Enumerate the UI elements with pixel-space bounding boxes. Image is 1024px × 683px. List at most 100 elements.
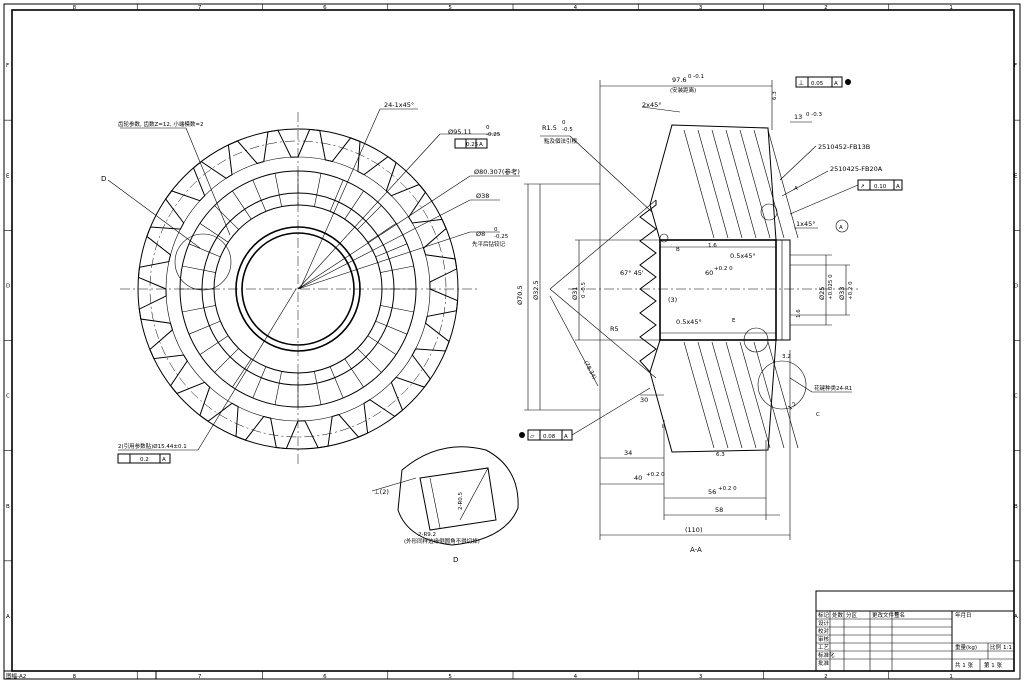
dia-outer-tol-dn: -0.25: [486, 132, 501, 138]
corner-tag: 图幅-A2: [6, 672, 26, 680]
note-bottom: 2(引用参数贴)Ø15.44±0.1: [118, 442, 187, 450]
dim-top-note: (安装距离): [670, 86, 696, 94]
zone-col-bottom: 7: [198, 674, 202, 680]
detail-D-circle: [174, 233, 232, 291]
dim-31: Ø31: [571, 287, 579, 300]
zone-row-left: D: [6, 283, 10, 289]
spline-note: 花键种类24-R1: [814, 384, 852, 392]
zone-col-top: 6: [323, 5, 327, 11]
radius-note: 點及個法引根: [544, 137, 578, 145]
roughness-63: 6.3: [772, 91, 778, 100]
zone-row-right: F: [1014, 63, 1017, 69]
hole-60: 60: [705, 269, 713, 277]
zone-col-top: 8: [73, 5, 77, 11]
tb-header-cell: 更改文件号: [872, 611, 900, 619]
perp-tol-datum: A: [834, 81, 838, 87]
section-bore: [659, 239, 777, 341]
gear-root-circle: [165, 156, 431, 422]
dia-outer: Ø95.11: [448, 128, 472, 136]
bevel-upper-body: [649, 124, 777, 241]
note-tooth: 齿轮参数, 齿数Z=12, 小端模数=2: [118, 120, 203, 128]
tb-sheet: 第 1 张: [984, 661, 1002, 669]
part-no-1: 2510452-FB13B: [818, 143, 870, 151]
tb-header-cell: 处数: [832, 611, 844, 619]
zone-col-bottom: 8: [73, 674, 77, 680]
zone-row-right: C: [1014, 394, 1018, 400]
zone-row-left: B: [6, 504, 10, 510]
zone-col-top: 4: [574, 5, 578, 11]
dim-13-tol: 0 -0.3: [806, 112, 822, 118]
dim-30: 30: [640, 396, 648, 404]
r5: R5: [610, 325, 619, 333]
dim-25-tol: +0.025 0: [828, 274, 834, 300]
datum-A-circle: A: [839, 225, 843, 231]
runout-val: 0.10: [874, 184, 887, 190]
zone-col-bottom: 5: [448, 674, 452, 680]
part-no-2: 2510425-FB20A: [830, 165, 883, 173]
label-1-2: 1.2: [787, 401, 798, 411]
dia-pitch: Ø80.307(参考): [474, 167, 520, 176]
tb-row-label: 工艺: [818, 644, 830, 651]
note-8: 先平后钻铰记: [472, 240, 506, 248]
tb-row-label: 标准化: [818, 651, 835, 659]
tb-scale-label: 比例: [990, 643, 1002, 651]
gear-bore-outer: [235, 226, 361, 352]
title-block: 标记处数分区更改文件号签名年月日 设计校对审核工艺标准化批准 重量(kg) 比例…: [815, 590, 1015, 672]
detail-angle: ⊥(2): [374, 488, 389, 496]
dim-3: (3): [668, 296, 677, 304]
tb-header-cell: 标记: [818, 611, 830, 619]
radius-tol-dn: -0.5: [562, 127, 573, 133]
section-hatching: [683, 129, 799, 449]
zone-row-left: C: [6, 394, 10, 400]
tol-bottom-val: 0.2: [140, 457, 149, 463]
dim-33-tol: +0.2 0: [848, 281, 854, 300]
detail-note: (外形同样边缘倒圆角不得切掉): [404, 537, 480, 545]
radius-tol-up: 0: [562, 120, 566, 126]
tb-weight: 重量(kg): [955, 643, 977, 651]
svg-text:↗: ↗: [860, 184, 865, 190]
zone-row-left: A: [6, 614, 10, 620]
chamfer-1x45: 1x45°: [796, 220, 816, 228]
tb-scale: 1:1: [1003, 645, 1012, 651]
gear-flank-teeth: [639, 200, 657, 373]
dim-33: Ø33: [838, 287, 846, 300]
dia-outer-tol-up: 0: [486, 125, 490, 131]
zone-col-top: 7: [198, 5, 202, 11]
dim-31-tol: 0 -0.5: [581, 282, 587, 298]
dim-110: (110): [685, 526, 702, 534]
detail-dim-bottom: 2-R9.2: [418, 532, 436, 538]
section-dimensions: 97.6 0 -0.1 (安装距离) ⊥ 0.05 A 2x45° R1.5 0…: [516, 74, 903, 554]
dim-25: Ø25: [818, 287, 826, 300]
front-annotations: 齿轮参数, 齿数Z=12, 小端模数=2 D 24-1x45° Ø95.11 0…: [101, 101, 520, 464]
flat-tol-datum: A: [564, 434, 568, 440]
detail-view-D: ⊥(2) 2-R0.5 2-R9.2 (外形同样边缘倒圆角不得切掉) D: [371, 446, 519, 564]
svg-text:⏥: ⏥: [530, 434, 535, 440]
chamfer-top: 2x45°: [642, 101, 662, 109]
dia-8: Ø8: [476, 230, 485, 238]
tb-header-cell: 分区: [846, 611, 858, 619]
zone-row-right: B: [1014, 504, 1018, 510]
zone-col-bottom: 3: [699, 674, 703, 680]
radius-R: R1.5: [542, 124, 557, 132]
zone-col-top: 5: [448, 5, 452, 11]
zone-row-right: E: [1014, 173, 1018, 179]
tb-row-label: 校对: [818, 627, 830, 635]
dim-56-tol: +0.2 0: [718, 486, 737, 492]
dim-56: 56: [708, 488, 716, 496]
dim-58: 58: [715, 506, 723, 514]
zone-col-bottom: 1: [949, 674, 953, 680]
chamfer-note: 24-1x45°: [384, 101, 414, 109]
label-B: B: [676, 247, 680, 253]
zone-col-top: 2: [824, 5, 828, 11]
hole-60-tol: +0.2 0: [714, 266, 733, 272]
dim-1-6: 1.6: [708, 243, 717, 249]
tb-row-label: 审核: [818, 635, 830, 643]
chamfer-a: 0.5x45°: [730, 252, 756, 260]
tol-bottom-datum: A: [162, 457, 166, 463]
chamfer-b: 0.5x45°: [676, 318, 702, 326]
label-I: I: [662, 424, 664, 430]
zone-col-bottom: 4: [574, 674, 578, 680]
angle-67: 67° 45': [620, 269, 644, 277]
dim-34: 34: [624, 449, 632, 457]
